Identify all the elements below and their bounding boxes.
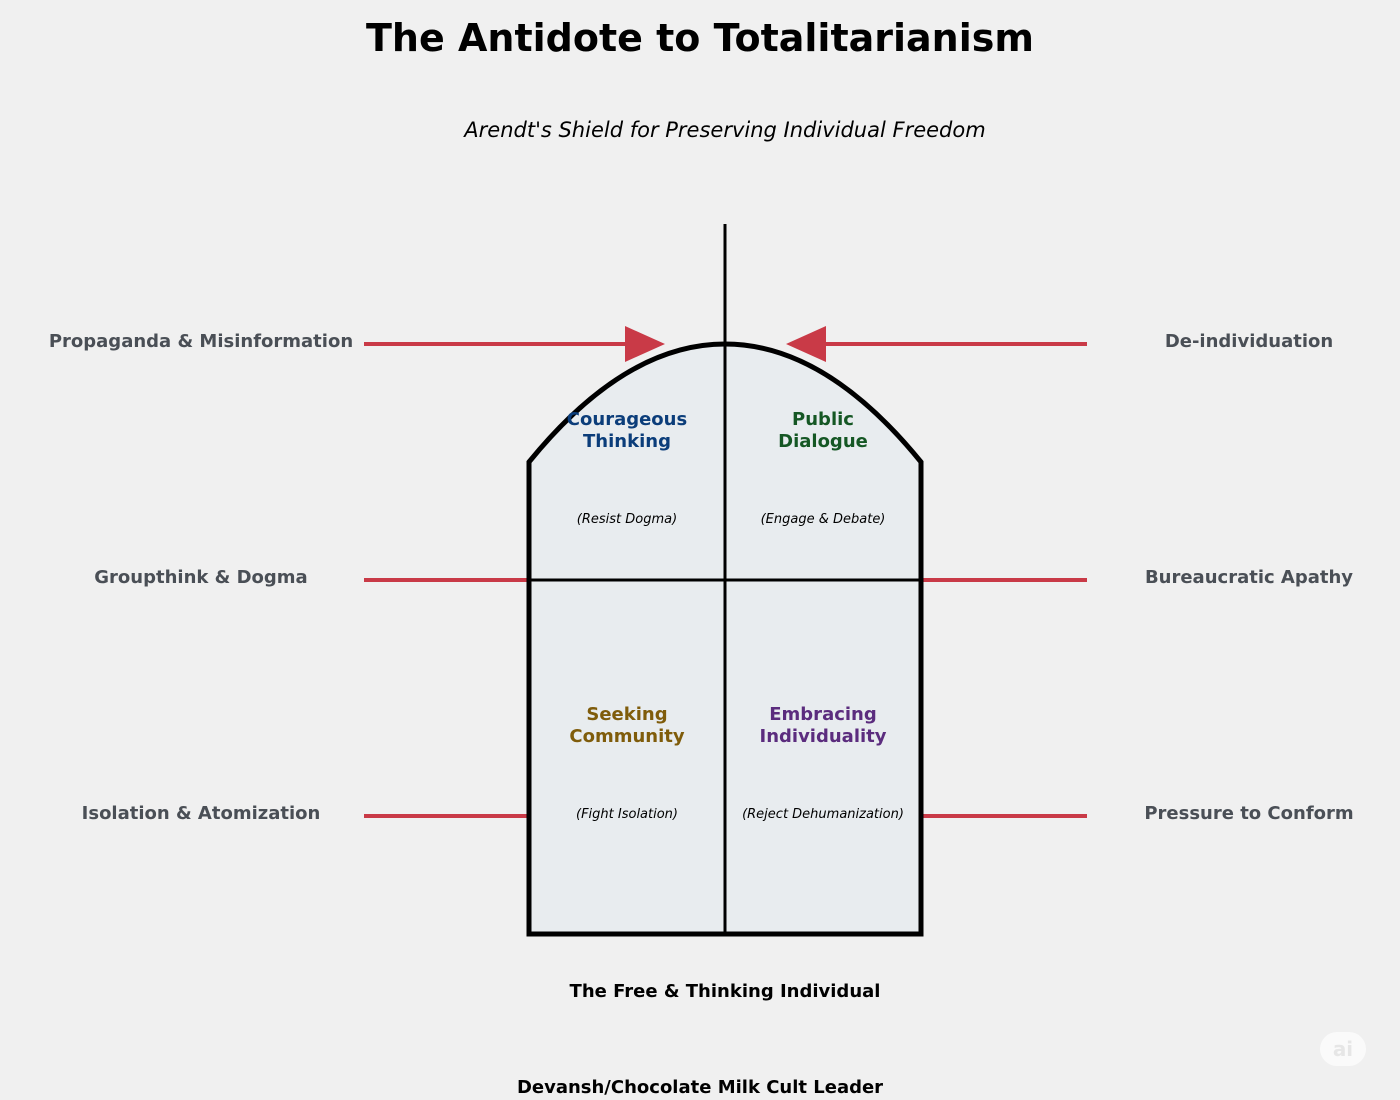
- pillar-title-public-dialogue: Public Dialogue: [778, 409, 868, 452]
- pillar-title-embracing-individuality: Embracing Individuality: [759, 704, 887, 747]
- threat-arrowhead-left-1: [625, 326, 665, 362]
- threat-label-right-3: Pressure to Conform: [1144, 803, 1354, 824]
- pillar-subtitle-reject-dehumanization: (Reject Dehumanization): [742, 807, 904, 822]
- threat-label-left-1: Propaganda & Misinformation: [48, 331, 354, 352]
- pillar-subtitle-resist-dogma: (Resist Dogma): [576, 512, 678, 527]
- threat-label-right-1: De-individuation: [1164, 331, 1334, 352]
- threat-arrowhead-right-1: [786, 326, 826, 362]
- threat-label-left-2: Groupthink & Dogma: [94, 567, 308, 588]
- diagram-title: The Antidote to Totalitarianism: [366, 16, 1034, 60]
- pillar-subtitle-fight-isolation: (Fight Isolation): [576, 807, 678, 822]
- pillar-title-seeking-community: Seeking Community: [569, 704, 685, 747]
- author-credit: Devansh/Chocolate Milk Cult Leader: [516, 1077, 884, 1098]
- threat-label-right-2: Bureaucratic Apathy: [1144, 567, 1354, 588]
- diagram-subtitle: Arendt's Shield for Preserving Individua…: [464, 118, 986, 142]
- threat-label-left-3: Isolation & Atomization: [81, 803, 321, 824]
- pillar-title-courageous-thinking: Courageous Thinking: [566, 409, 688, 452]
- ai-badge-icon: ai: [1320, 1032, 1366, 1066]
- shield-base-label: The Free & Thinking Individual: [569, 981, 881, 1002]
- pillar-subtitle-engage-debate: (Engage & Debate): [760, 512, 886, 527]
